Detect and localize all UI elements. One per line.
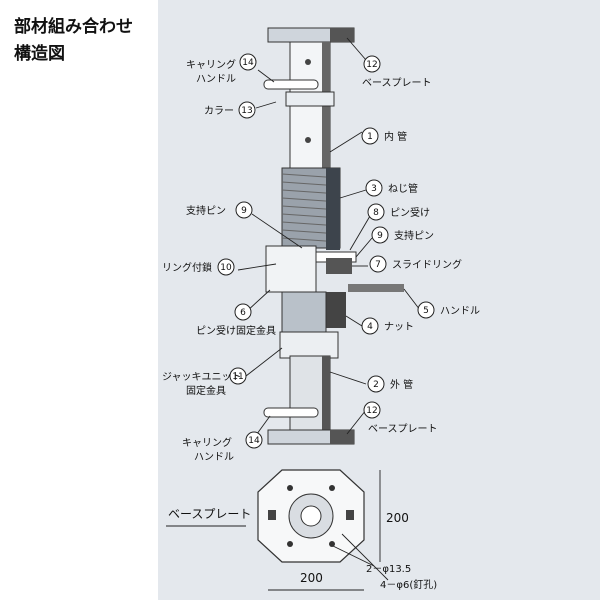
callout-label: 支持ピン [394, 229, 434, 242]
callout-5: 5 ハンドル [417, 301, 480, 319]
callout-label: リング付鎖 [162, 261, 212, 274]
callout-label: スライドリング [392, 258, 462, 271]
callout-label: 支持ピン [186, 204, 226, 217]
handle [348, 284, 404, 292]
callout-number: 8 [373, 208, 379, 218]
callout-number: 14 [242, 58, 254, 68]
callout-14-top: 14 キャリング ハンドル [186, 53, 257, 85]
callout-leaders [237, 37, 421, 439]
callout-8: 8 ピン受け [367, 203, 430, 221]
callout-number: 6 [240, 308, 246, 318]
callout-number: 2 [373, 380, 379, 390]
callout-number: 1 [367, 132, 373, 142]
callout-3: 3 ねじ管 [365, 179, 418, 197]
callout-label: ベースプレート [368, 423, 438, 435]
plan-width-dimension: 200 [300, 571, 323, 585]
callout-10: 10 リング付鎖 [162, 258, 235, 276]
callout-14-bot: 14 キャリング ハンドル [182, 431, 263, 463]
callout-label: ピン受け固定金具 [196, 324, 276, 337]
plan-hole-note-1: 2－φ13.5 [366, 564, 411, 575]
callout-label: 内 管 [384, 130, 407, 143]
callout-number: 11 [232, 372, 243, 382]
callout-4: 4 ナット [361, 317, 414, 335]
callout-7: 7 スライドリング [369, 255, 462, 273]
pin-receiver-bracket [265, 245, 317, 293]
callout-13: 13 カラー [204, 101, 256, 119]
callout-number: 14 [248, 436, 260, 446]
callout-number: 3 [371, 184, 377, 194]
collar [285, 91, 335, 107]
plan-hole-note-2: 4－φ6(釘孔) [380, 578, 437, 591]
callout-number: 7 [375, 260, 381, 270]
callout-number: 10 [220, 263, 232, 273]
callout-label: ハンドル [196, 74, 236, 85]
callout-label: ピン受け [390, 207, 430, 219]
heading-line-1: 部材組み合わせ [14, 17, 133, 37]
plan-height-dimension: 200 [386, 511, 409, 525]
plan-view-title: ベースプレート [168, 507, 251, 521]
bottom-carrying-handle [263, 407, 319, 418]
callout-number: 9 [241, 206, 247, 216]
jack-unit-bracket [279, 331, 339, 359]
base-plate-plan-view [166, 469, 389, 591]
callout-number: 12 [366, 406, 377, 416]
callout-9-right: 9 支持ピン [371, 226, 434, 244]
callout-number: 12 [366, 60, 377, 70]
callout-label: ねじ管 [388, 182, 418, 195]
jack-column [263, 27, 404, 445]
callout-label: ハンドル [194, 452, 234, 463]
callout-9-left: 9 支持ピン [186, 201, 253, 219]
slide-ring [326, 258, 352, 274]
diagram-heading: 部材組み合わせ 構造図 [14, 14, 133, 68]
callout-number: 5 [423, 306, 429, 316]
callout-number: 9 [377, 231, 383, 241]
callout-label: ベースプレート [362, 77, 432, 89]
callout-number: 13 [241, 106, 252, 116]
callout-label: カラー [204, 105, 234, 117]
callout-label: ハンドル [440, 306, 480, 317]
heading-line-2: 構造図 [14, 44, 65, 64]
callout-1: 1 内 管 [361, 127, 407, 145]
callout-12-bot: 12 ベースプレート [363, 401, 438, 435]
callout-11: 11 ジャッキユニット 固定金具 [162, 367, 247, 397]
callout-2: 2 外 管 [367, 375, 413, 393]
callout-12-top: 12 ベースプレート [362, 55, 432, 89]
callout-label: 固定金具 [186, 384, 226, 397]
callout-label: ジャッキユニット [162, 372, 242, 383]
top-carrying-handle [263, 79, 319, 90]
drawing-panel [158, 0, 600, 600]
callout-6: 6 ピン受け固定金具 [196, 303, 276, 337]
callout-label: 外 管 [390, 378, 413, 391]
callout-label: キャリング [186, 58, 236, 71]
callout-label: キャリング [182, 436, 232, 449]
callout-label: ナット [384, 321, 414, 333]
callout-number: 4 [367, 322, 373, 332]
